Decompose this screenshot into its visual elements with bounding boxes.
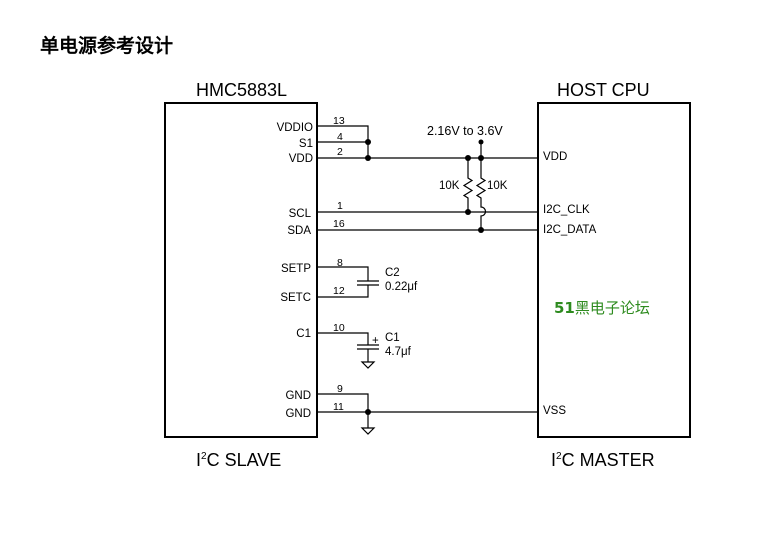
pin-label-s1: S1 — [299, 138, 313, 150]
pin-number-10: 10 — [333, 322, 345, 334]
watermark: 51黑电子论坛 — [554, 299, 650, 317]
resistor-1-symbol — [462, 158, 474, 212]
slave-caption: I2C SLAVE — [196, 450, 281, 470]
pin-number-9: 9 — [337, 383, 343, 395]
junction-dot — [365, 409, 371, 415]
junction-dot — [478, 155, 484, 161]
pin-label-gnd2: GND — [285, 408, 311, 420]
c1-ground-symbol — [360, 361, 376, 369]
slave-part-label: HMC5883L — [196, 80, 287, 100]
vss-ground-symbol — [360, 427, 376, 435]
junction-dot — [465, 209, 471, 215]
pin-label-gnd1: GND — [285, 390, 311, 402]
resistor-2-symbol — [475, 158, 487, 230]
supply-voltage-label: 2.16V to 3.6V — [427, 124, 503, 138]
junction-dot — [365, 155, 371, 161]
pin-label-master-vss: VSS — [543, 405, 566, 417]
pin-number-11: 11 — [333, 401, 344, 413]
wires — [317, 125, 538, 435]
pin-number-13: 13 — [333, 115, 345, 127]
c1-name-label: C1 — [385, 332, 400, 344]
pin-number-16: 16 — [333, 218, 345, 230]
master-part-label: HOST CPU — [557, 80, 650, 100]
pin-number-2: 2 — [337, 146, 343, 158]
pin-label-setc: SETC — [280, 292, 311, 304]
c1-pin-wire — [317, 332, 369, 345]
master-caption: I2C MASTER — [551, 450, 655, 470]
setc-wire — [317, 285, 369, 298]
junction-dot — [365, 139, 371, 145]
junction-dot — [478, 227, 484, 233]
c1-polarity-mark: + — [372, 335, 379, 347]
vddio-wire — [317, 125, 369, 158]
junction-dot — [465, 155, 471, 161]
gnd-pin-9-wire — [317, 393, 369, 428]
pin-label-c1: C1 — [296, 328, 311, 340]
resistor-2-value: 10K — [487, 180, 508, 192]
pin-label-master-vdd: VDD — [543, 151, 567, 163]
pin-number-8: 8 — [337, 257, 343, 269]
pin-label-master-data: I2C_DATA — [543, 224, 597, 236]
master-chip-box — [537, 102, 691, 438]
c2-value-label: 0.22μf — [385, 281, 418, 293]
pin-label-vdd: VDD — [289, 153, 313, 165]
page-title: 单电源参考设计 — [40, 35, 174, 57]
pin-label-setp: SETP — [281, 263, 311, 275]
resistor-1-value: 10K — [439, 180, 460, 192]
pin-label-sda: SDA — [287, 225, 311, 237]
pin-label-scl: SCL — [289, 208, 312, 220]
c2-name-label: C2 — [385, 267, 400, 279]
slave-chip-box — [164, 102, 318, 438]
pin-label-master-clk: I2C_CLK — [543, 204, 590, 216]
pin-label-vddio: VDDIO — [277, 122, 313, 134]
c1-value-label: 4.7μf — [385, 346, 412, 358]
junction-dots — [365, 139, 484, 415]
pin-number-12: 12 — [333, 285, 345, 297]
junction-dot — [478, 139, 484, 145]
pin-number-1: 1 — [337, 200, 343, 212]
pin-number-4: 4 — [337, 131, 343, 143]
setp-wire — [317, 266, 369, 281]
